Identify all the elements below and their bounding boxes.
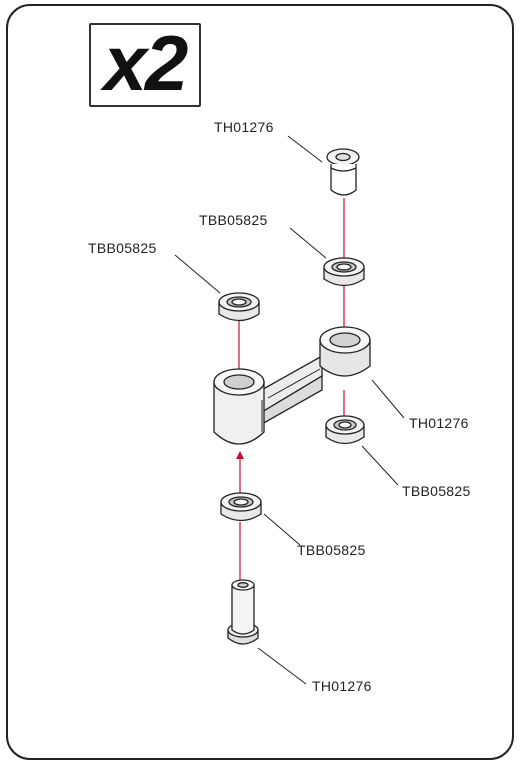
leader-bottom-bushing bbox=[257, 647, 307, 685]
top-bearing-part bbox=[323, 257, 365, 287]
left-bearing-part bbox=[218, 292, 260, 322]
leader-arm bbox=[371, 379, 405, 419]
label-arm: TH01276 bbox=[409, 415, 469, 431]
quantity-text: x2 bbox=[103, 19, 189, 107]
leader-top-bearing bbox=[289, 227, 327, 259]
label-top-bearing: TBB05825 bbox=[199, 212, 268, 228]
leader-left-bearing bbox=[174, 254, 221, 294]
arm-part bbox=[213, 326, 371, 445]
label-left-bearing: TBB05825 bbox=[88, 240, 157, 256]
label-top-bushing: TH01276 bbox=[214, 119, 274, 135]
leader-top-bushing bbox=[287, 135, 323, 163]
bottom-bushing-part bbox=[227, 579, 259, 645]
label-lower-bearing: TBB05825 bbox=[297, 542, 366, 558]
quantity-badge: x2 bbox=[89, 23, 201, 107]
label-right-lower-bearing: TBB05825 bbox=[402, 483, 471, 499]
label-bottom-bushing: TH01276 bbox=[312, 678, 372, 694]
leader-lines bbox=[174, 135, 405, 685]
right-lower-bearing-part bbox=[325, 415, 365, 445]
leader-right-lower-bearing bbox=[361, 445, 399, 486]
leader-lower-bearing bbox=[263, 513, 301, 546]
page-frame bbox=[6, 4, 514, 760]
top-bushing-part bbox=[326, 148, 360, 196]
lower-bearing-part bbox=[220, 492, 262, 522]
